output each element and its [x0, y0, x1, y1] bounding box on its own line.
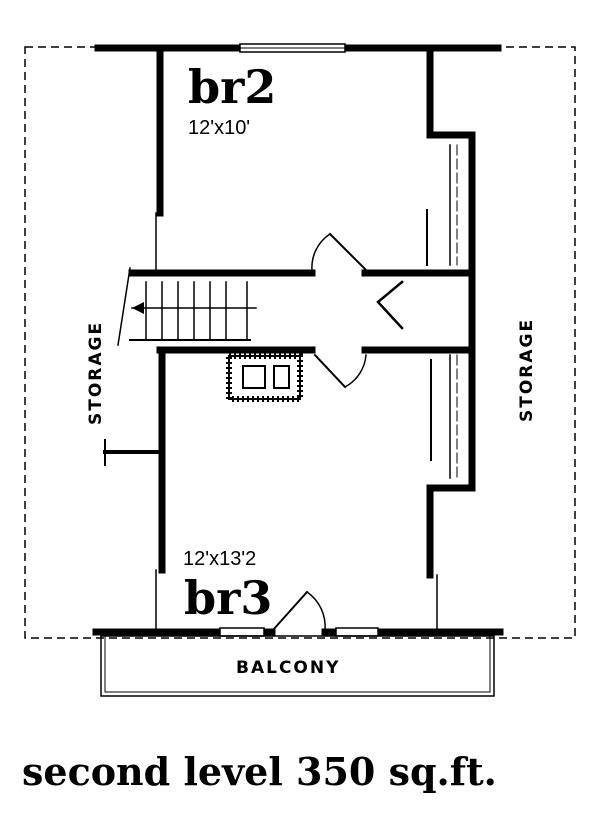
room-name-br2: br2	[188, 60, 276, 114]
stair-arrow-icon	[132, 302, 144, 314]
chimney	[226, 353, 303, 402]
plan-caption: second level 350 sq.ft.	[22, 749, 497, 794]
storage-left-label: STORAGE	[86, 321, 106, 425]
storage-right-label: STORAGE	[517, 318, 537, 422]
room-size-br3: 12'x13'2	[183, 548, 256, 570]
balcony-label: BALCONY	[236, 658, 340, 678]
room-size-br2: 12'x10'	[188, 117, 250, 139]
room-name-br3: br3	[184, 571, 272, 625]
roof-outline	[24, 46, 576, 639]
walls	[92, 43, 504, 697]
